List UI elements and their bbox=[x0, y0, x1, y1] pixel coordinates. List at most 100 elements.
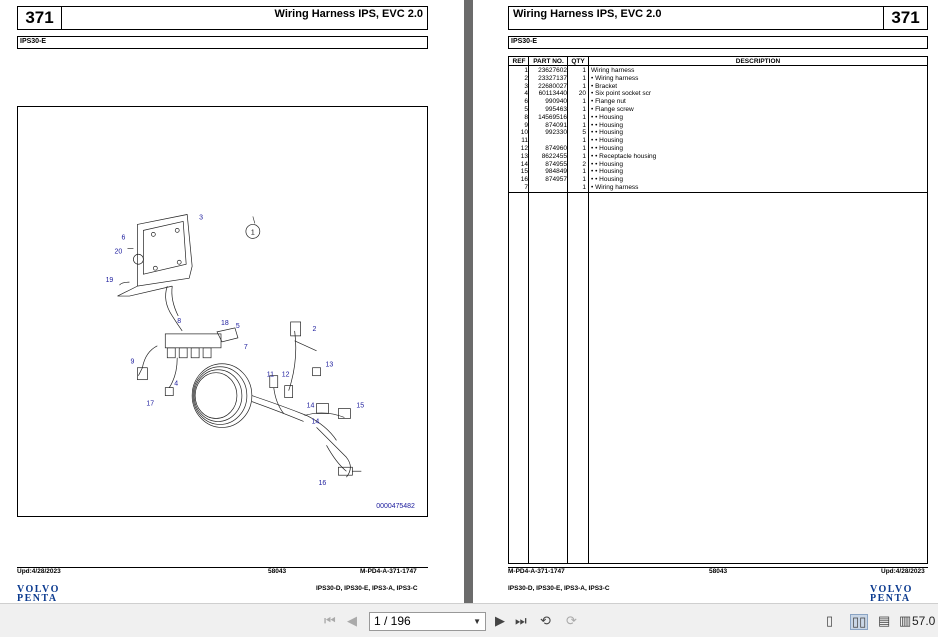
cell-desc: • • Housing bbox=[591, 176, 624, 184]
prev-page-icon[interactable]: ◀ bbox=[347, 613, 357, 628]
cell-ref: 14 bbox=[520, 160, 528, 168]
table-header: REF PART NO. QTY DESCRIPTION bbox=[509, 57, 927, 66]
cell-desc: • • Housing bbox=[591, 145, 624, 152]
cell-desc: • • Receptacle housing bbox=[591, 152, 657, 160]
page-indicator: 1 / 196 bbox=[374, 614, 411, 628]
viewer-toolbar: ⏮ ◀ 1 / 196 ▼ ▶ ⏭ ⟲ ⟳ ▯ ▯▯ ▤ ▥ 57.0 bbox=[0, 603, 938, 637]
rotate-right-icon[interactable]: ⟳ bbox=[566, 613, 577, 628]
table-row: 16 874957 1 • • Housing bbox=[509, 176, 927, 184]
callout-12: 12 bbox=[282, 372, 290, 379]
cell-qty: 5 bbox=[582, 129, 586, 137]
cell-desc: Wiring harness bbox=[591, 67, 635, 74]
page-dropdown-icon[interactable]: ▼ bbox=[473, 617, 481, 626]
cell-qty: 1 bbox=[582, 168, 586, 176]
cell-ref: 13 bbox=[520, 152, 528, 160]
cell-qty: 1 bbox=[582, 121, 586, 129]
cell-qty: 1 bbox=[582, 184, 586, 191]
rotate-left-icon[interactable]: ⟲ bbox=[540, 613, 551, 628]
view-marker: 1 bbox=[251, 229, 255, 236]
footer-updated: Upd:4/28/2023 bbox=[17, 568, 61, 575]
cell-part: 874091 bbox=[545, 121, 567, 129]
cell-part: 874960 bbox=[545, 145, 567, 152]
header-part: PART NO. bbox=[533, 58, 564, 65]
cell-part: 60113440 bbox=[538, 90, 567, 98]
cell-ref: 5 bbox=[524, 106, 528, 113]
cell-qty: 1 bbox=[582, 137, 586, 145]
cell-part: 23627602 bbox=[538, 67, 567, 74]
cell-desc: • Wiring harness bbox=[591, 74, 639, 82]
model-label-right: IPS30-E bbox=[511, 38, 538, 45]
callout-17: 17 bbox=[146, 401, 154, 408]
cell-part: 874957 bbox=[545, 176, 567, 184]
page-title-box: Wiring Harness IPS, EVC 2.0 bbox=[61, 6, 428, 30]
callout-6: 6 bbox=[121, 234, 125, 241]
cell-desc: • Bracket bbox=[591, 82, 618, 90]
footer-models-right: IPS30-D, IPS30-E, IPS3-A, IPS3-C bbox=[508, 585, 610, 592]
page-number: 371 bbox=[25, 8, 54, 27]
callout-13: 13 bbox=[325, 362, 333, 369]
callout-15: 15 bbox=[356, 403, 364, 410]
first-page-icon[interactable]: ⏮ bbox=[324, 613, 336, 628]
footer-doc-right: M-PD4-A-371-1747 bbox=[508, 568, 565, 575]
single-page-icon[interactable]: ▯ bbox=[826, 613, 834, 628]
cell-ref: 16 bbox=[520, 176, 528, 184]
cell-ref: 12 bbox=[520, 145, 528, 152]
next-page-icon[interactable]: ▶ bbox=[495, 613, 505, 628]
volvo-penta-logo-right: VOLVO PENTA bbox=[870, 584, 913, 604]
cell-desc: • Six point socket scr bbox=[591, 90, 652, 98]
cell-ref: 11 bbox=[521, 137, 528, 145]
continuous-icon[interactable]: ▤ bbox=[878, 613, 891, 628]
cell-part: 8622455 bbox=[541, 152, 567, 160]
callout-5: 5 bbox=[236, 323, 240, 330]
cell-qty: 2 bbox=[582, 160, 586, 168]
cell-ref: 4 bbox=[524, 90, 528, 98]
cell-desc: • • Housing bbox=[591, 129, 624, 137]
callout-4: 4 bbox=[174, 381, 178, 388]
page-number-right: 371 bbox=[891, 8, 920, 27]
callout-8: 8 bbox=[177, 318, 181, 325]
cell-ref: 7 bbox=[524, 184, 528, 191]
callout-7: 7 bbox=[244, 344, 248, 351]
cell-qty: 1 bbox=[582, 74, 586, 82]
two-page-icon[interactable]: ▯▯ bbox=[850, 614, 869, 630]
header-ref: REF bbox=[512, 58, 526, 65]
exploded-diagram: 1 3 6 20 19 8 18 5 2 7 9 4 17 13 11 12 1… bbox=[17, 106, 428, 517]
footer-rule bbox=[17, 567, 428, 568]
last-page-icon[interactable]: ⏭ bbox=[515, 613, 527, 628]
header-desc: DESCRIPTION bbox=[735, 58, 781, 65]
cell-ref: 2 bbox=[524, 74, 528, 82]
table-row: 4 60113440 20 • Six point socket scr bbox=[509, 90, 927, 98]
cell-qty: 1 bbox=[582, 98, 586, 106]
callout-14a: 14 bbox=[307, 403, 315, 410]
page-title: Wiring Harness IPS, EVC 2.0 bbox=[274, 8, 423, 20]
cell-part: 874955 bbox=[545, 160, 567, 168]
two-continuous-icon[interactable]: ▥ bbox=[899, 613, 912, 628]
callout-2: 2 bbox=[313, 326, 317, 333]
cell-qty: 20 bbox=[578, 90, 586, 98]
cell-qty: 1 bbox=[582, 176, 586, 184]
footer-doc: M-PD4-A-371-1747 bbox=[360, 568, 417, 575]
page-number-box: 371 bbox=[17, 6, 62, 30]
cell-desc: • • Housing bbox=[591, 168, 624, 176]
cell-desc: • • Housing bbox=[591, 113, 624, 121]
cell-ref: 10 bbox=[520, 129, 528, 137]
callout-3: 3 bbox=[199, 214, 203, 221]
zoom-level[interactable]: 57.0 bbox=[912, 614, 936, 628]
cell-desc: • • Housing bbox=[591, 137, 624, 145]
cell-ref: 8 bbox=[524, 113, 528, 121]
footer-rule-right bbox=[508, 567, 928, 568]
callout-16: 16 bbox=[319, 480, 327, 487]
page-number-input[interactable]: 1 / 196 ▼ bbox=[369, 612, 486, 631]
cell-qty: 1 bbox=[582, 152, 586, 160]
callout-18: 18 bbox=[221, 320, 229, 327]
cell-desc: • • Housing bbox=[591, 160, 624, 168]
